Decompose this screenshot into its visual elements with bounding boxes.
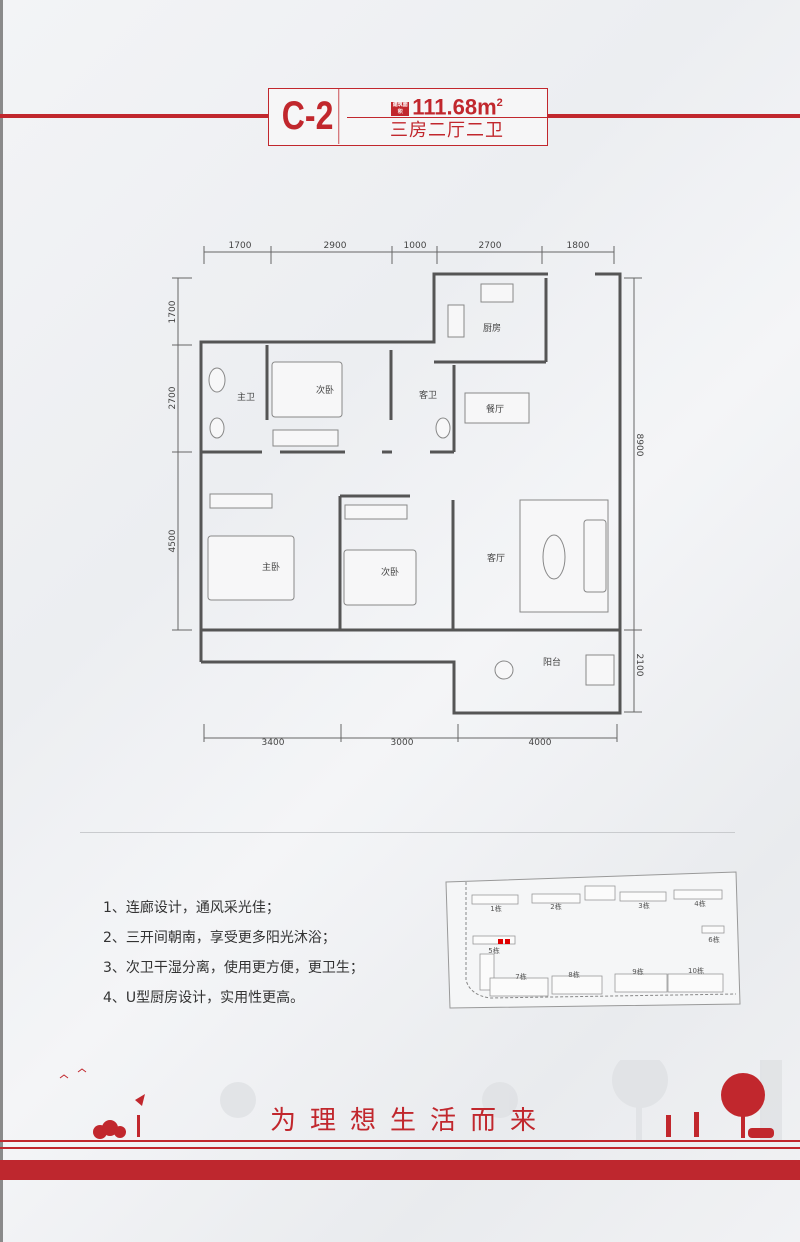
wardrobe <box>344 504 408 520</box>
sofa <box>583 519 607 593</box>
dim-top-5: 1800 <box>567 241 590 251</box>
room-master-bed: 主卧 <box>262 561 280 573</box>
dim-left-1: 1700 <box>168 300 178 323</box>
toilet <box>208 367 226 393</box>
balcony-table <box>494 660 514 680</box>
dim-top-3: 1000 <box>404 241 427 251</box>
building-label: 4栋 <box>694 899 705 908</box>
room-guest-bath: 客卫 <box>419 389 437 401</box>
wardrobe <box>209 493 273 509</box>
room-second-bed-south: 次卧 <box>381 566 399 578</box>
section-divider <box>80 832 735 833</box>
washbasin <box>209 417 225 439</box>
dim-right-2: 2100 <box>634 654 644 677</box>
room-living: 客厅 <box>487 552 505 564</box>
washbasin <box>435 417 451 439</box>
building-label: 3栋 <box>638 901 649 910</box>
dim-top-2: 2900 <box>324 241 347 251</box>
furniture <box>207 283 615 686</box>
building-label: 8栋 <box>568 970 579 979</box>
room-dining: 餐厅 <box>486 403 504 415</box>
unit-code: C-2 <box>277 89 340 144</box>
footer-band <box>0 1160 800 1180</box>
building-label: 7栋 <box>515 972 526 981</box>
floor-plan: 1700 2900 1000 2700 1800 1700 2700 4500 … <box>168 241 644 748</box>
dim-bottom-1: 3400 <box>262 738 285 748</box>
building-label: 1栋 <box>490 904 501 913</box>
room-master-bath: 主卫 <box>237 391 255 403</box>
bed-north <box>271 361 343 418</box>
slogan: 为理想生活而来 <box>269 1106 550 1136</box>
room-balcony: 阳台 <box>543 656 561 668</box>
dim-top-4: 2700 <box>479 241 502 251</box>
area-stamp: 建筑面积 <box>391 101 410 116</box>
building-label: 2栋 <box>550 902 561 911</box>
dimension-lines <box>172 246 642 742</box>
feature-item: 3、次卫干湿分离，使用更方便，更卫生； <box>103 960 364 976</box>
room-kitchen: 厨房 <box>483 322 501 334</box>
footer-rule <box>0 1140 800 1142</box>
building-label: 9栋 <box>632 967 643 976</box>
site-map: 1栋 2栋 3栋 4栋 5栋 6栋 7栋 8栋 9栋 10栋 <box>445 871 741 1009</box>
building-label: 6栋 <box>708 935 719 944</box>
wardrobe <box>272 429 339 447</box>
dim-bottom-3: 4000 <box>529 738 552 748</box>
building-label: 5栋 <box>488 946 499 955</box>
room-labels: 主卫 次卧 客卫 厨房 餐厅 主卧 次卧 客厅 阳台 <box>237 322 561 668</box>
feature-list: 1、连廊设计，通风采光佳； 2、三开间朝南，享受更多阳光沐浴； 3、次卫干湿分离… <box>103 893 364 1013</box>
building-label: 10栋 <box>688 966 704 975</box>
feature-item: 4、U型厨房设计，实用性更高。 <box>103 990 305 1006</box>
dining-table <box>464 392 530 424</box>
page-edge <box>0 0 3 1242</box>
bed-master <box>207 535 295 601</box>
room-second-bed-north: 次卧 <box>316 384 334 396</box>
footer-silhouette <box>59 1060 782 1140</box>
walls <box>199 272 622 715</box>
dim-left-2: 2700 <box>168 386 178 409</box>
washer <box>585 654 615 686</box>
dimension-labels: 1700 2900 1000 2700 1800 1700 2700 4500 … <box>168 241 644 748</box>
feature-item: 1、连廊设计，通风采光佳； <box>103 900 280 916</box>
dim-right-1: 8900 <box>634 434 644 457</box>
stove <box>480 283 514 303</box>
dim-top-1: 1700 <box>229 241 252 251</box>
sink <box>447 304 465 338</box>
coffee-table <box>542 534 566 580</box>
dim-bottom-2: 3000 <box>391 738 414 748</box>
current-unit-marker <box>505 939 510 944</box>
layout-type: 三房二厅二卫 <box>390 120 504 141</box>
footer-rule <box>0 1147 800 1149</box>
dim-left-3: 4500 <box>168 529 178 552</box>
bed-south <box>343 549 417 606</box>
current-unit-marker <box>498 939 503 944</box>
feature-item: 2、三开间朝南，享受更多阳光沐浴； <box>103 930 336 946</box>
